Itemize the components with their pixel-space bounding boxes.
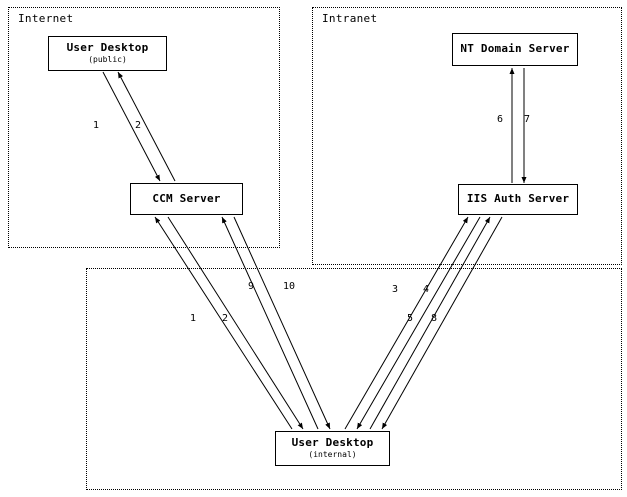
node-iis-auth-server[interactable]: IIS Auth Server bbox=[458, 184, 578, 215]
edge-label-edge-7: 7 bbox=[524, 114, 531, 125]
edge-label-edge-6: 6 bbox=[497, 114, 504, 125]
edge-9 bbox=[221, 216, 319, 430]
zone-label-internet: Internet bbox=[18, 12, 74, 25]
edge-label-edge-4: 4 bbox=[423, 284, 430, 295]
node-title: User Desktop bbox=[66, 41, 149, 55]
edge-3 bbox=[344, 216, 469, 430]
node-title: NT Domain Server bbox=[460, 42, 570, 56]
edge-2 bbox=[117, 71, 176, 182]
zone-intranet bbox=[312, 7, 622, 265]
node-ccm-server[interactable]: CCM Server bbox=[130, 183, 243, 215]
edge-1 bbox=[102, 71, 161, 182]
node-user-desktop-public[interactable]: User Desktop (public) bbox=[48, 36, 167, 71]
edge-label-edge-9: 9 bbox=[248, 281, 255, 292]
node-subtitle: (internal) bbox=[308, 450, 357, 460]
edge-label-edge-8: 8 bbox=[431, 313, 438, 324]
node-nt-domain-server[interactable]: NT Domain Server bbox=[452, 33, 578, 66]
edge-2 bbox=[167, 216, 304, 430]
edge-label-edge-1: 1 bbox=[93, 120, 100, 131]
edge-label-edge-2: 2 bbox=[135, 120, 142, 131]
edge-10 bbox=[233, 216, 331, 430]
node-title: CCM Server bbox=[152, 191, 221, 205]
zone-internal bbox=[86, 268, 622, 490]
edge-5 bbox=[369, 216, 491, 430]
edge-label-edge-5: 5 bbox=[407, 313, 414, 324]
zone-label-intranet: Intranet bbox=[322, 12, 378, 25]
edge-4 bbox=[356, 216, 481, 430]
node-user-desktop-internal[interactable]: User Desktop (internal) bbox=[275, 431, 390, 466]
edge-1 bbox=[154, 216, 293, 430]
node-subtitle: (public) bbox=[88, 55, 127, 65]
edge-8 bbox=[381, 216, 503, 430]
node-title: IIS Auth Server bbox=[466, 192, 570, 206]
edge-label-edge-3: 3 bbox=[392, 284, 399, 295]
edge-label-edge-2b: 2 bbox=[222, 313, 229, 324]
edge-label-edge-1b: 1 bbox=[190, 313, 197, 324]
edge-label-edge-10: 10 bbox=[283, 281, 296, 292]
node-title: User Desktop bbox=[291, 436, 374, 450]
zone-internet bbox=[8, 7, 280, 248]
